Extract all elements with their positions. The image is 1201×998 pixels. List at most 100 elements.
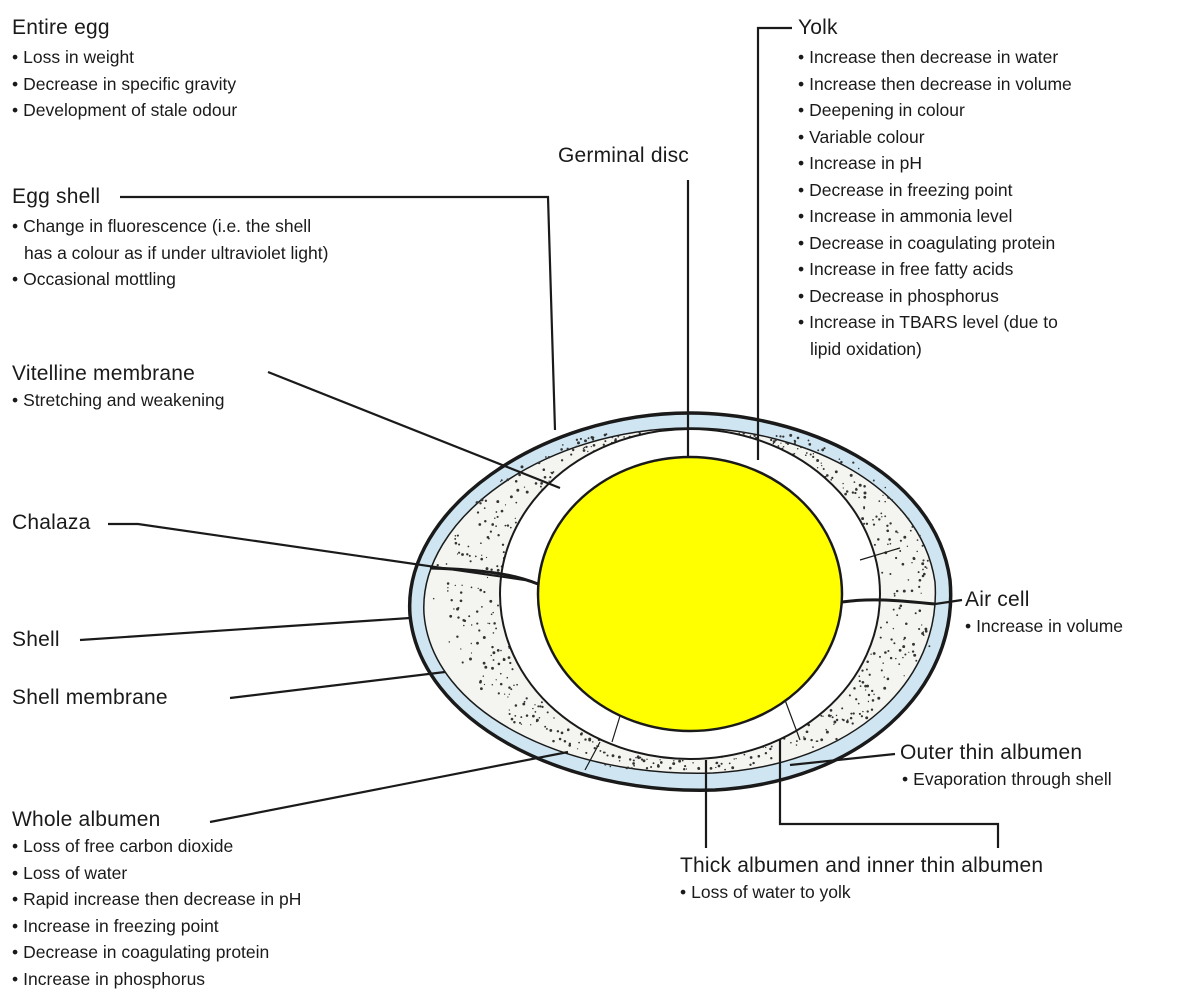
stipple-dot bbox=[835, 738, 837, 740]
stipple-dot bbox=[765, 747, 766, 748]
stipple-dot bbox=[592, 741, 594, 743]
stipple-dot bbox=[491, 523, 494, 526]
stipple-dot bbox=[493, 622, 496, 625]
stipple-dot bbox=[743, 432, 746, 435]
stipple-dot bbox=[618, 756, 621, 759]
stipple-dot bbox=[865, 689, 866, 690]
leader-yolk bbox=[758, 28, 792, 460]
stipple-dot bbox=[817, 449, 819, 451]
stipple-dot bbox=[803, 738, 806, 741]
stipple-dot bbox=[877, 697, 880, 700]
stipple-dot bbox=[509, 662, 511, 664]
stipple-dot bbox=[833, 724, 834, 725]
stipple-dot bbox=[583, 449, 586, 452]
stipple-dot bbox=[549, 476, 551, 478]
list-item: Increase in pH bbox=[798, 150, 1072, 177]
stipple-dot bbox=[780, 443, 781, 444]
stipple-dot bbox=[866, 660, 869, 663]
stipple-dot bbox=[457, 553, 458, 554]
stipple-dot bbox=[859, 713, 861, 715]
stipple-dot bbox=[821, 465, 822, 466]
stipple-dot bbox=[485, 500, 487, 502]
stipple-dot bbox=[515, 502, 517, 504]
stipple-dot bbox=[750, 756, 753, 759]
stipple-dot bbox=[912, 643, 915, 646]
stipple-dot bbox=[864, 492, 867, 495]
stipple-dot bbox=[893, 628, 894, 629]
stipple-dot bbox=[514, 715, 516, 717]
stipple-dot bbox=[911, 526, 913, 528]
stipple-dot bbox=[584, 738, 586, 740]
stipple-dot bbox=[480, 558, 483, 561]
stipple-dot bbox=[898, 607, 900, 609]
leader-vitelline-membrane bbox=[268, 372, 560, 488]
stipple-dot bbox=[522, 703, 525, 706]
stipple-dot bbox=[854, 481, 856, 483]
stipple-dot bbox=[917, 539, 919, 541]
stipple-dot bbox=[509, 694, 510, 695]
stipple-dot bbox=[897, 532, 898, 533]
stipple-dot bbox=[903, 590, 906, 593]
stipple-dot bbox=[787, 443, 789, 445]
stipple-dot bbox=[922, 569, 924, 571]
stipple-dot bbox=[577, 441, 580, 444]
stipple-dot bbox=[462, 619, 465, 622]
stipple-dot bbox=[797, 437, 800, 440]
stipple-dot bbox=[911, 590, 914, 593]
stipple-dot bbox=[481, 555, 482, 556]
stipple-dot bbox=[880, 513, 882, 515]
outer-thin-albumen-list: Evaporation through shell bbox=[900, 766, 1112, 793]
stipple-dot bbox=[559, 738, 562, 741]
stipple-dot bbox=[507, 524, 509, 526]
stipple-dot bbox=[468, 615, 470, 617]
stipple-dot bbox=[457, 535, 459, 537]
stipple-dot bbox=[841, 707, 843, 709]
stipple-dot bbox=[561, 732, 564, 735]
stipple-dot bbox=[852, 491, 854, 493]
stipple-dot bbox=[820, 738, 823, 741]
stipple-dot bbox=[888, 538, 891, 541]
stipple-dot bbox=[606, 754, 608, 756]
stipple-dot bbox=[457, 616, 459, 618]
air-cell-title: Air cell bbox=[965, 588, 1123, 612]
stipple-dot bbox=[497, 516, 499, 518]
stipple-dot bbox=[884, 501, 886, 503]
stipple-dot bbox=[611, 436, 613, 438]
list-item: Occasional mottling bbox=[12, 266, 328, 293]
stipple-dot bbox=[455, 542, 458, 545]
stipple-dot bbox=[858, 468, 860, 470]
stipple-dot bbox=[758, 755, 761, 758]
stipple-dot bbox=[846, 490, 849, 493]
stipple-dot bbox=[548, 456, 550, 458]
stipple-dot bbox=[872, 699, 875, 702]
stipple-dot bbox=[900, 510, 901, 511]
stipple-dot bbox=[794, 440, 796, 442]
stipple-dot bbox=[576, 446, 578, 448]
stipple-dot bbox=[466, 553, 468, 555]
stipple-dot bbox=[500, 481, 501, 482]
yolk-shape bbox=[538, 457, 842, 731]
stipple-dot bbox=[893, 642, 895, 644]
stipple-dot bbox=[481, 498, 484, 501]
stipple-dot bbox=[483, 662, 486, 665]
chalaza-label: Chalaza bbox=[12, 511, 90, 535]
stipple-dot bbox=[492, 651, 495, 654]
stipple-dot bbox=[878, 500, 880, 502]
stipple-dot bbox=[836, 719, 838, 721]
stipple-dot bbox=[530, 724, 531, 725]
stipple-dot bbox=[922, 632, 923, 633]
stipple-dot bbox=[903, 536, 906, 539]
stipple-dot bbox=[744, 754, 746, 756]
stipple-dot bbox=[561, 459, 563, 461]
stipple-dot bbox=[887, 496, 889, 498]
stipple-dot bbox=[915, 612, 917, 614]
stipple-dot bbox=[483, 591, 485, 593]
stipple-dot bbox=[902, 645, 905, 648]
stipple-dot bbox=[907, 546, 908, 547]
stipple-dot bbox=[629, 758, 631, 760]
stipple-dot bbox=[471, 587, 473, 589]
stipple-dot bbox=[532, 708, 533, 709]
list-item: Increase in phosphorus bbox=[12, 966, 301, 993]
stipple-dot bbox=[513, 721, 515, 723]
stipple-dot bbox=[812, 746, 814, 748]
